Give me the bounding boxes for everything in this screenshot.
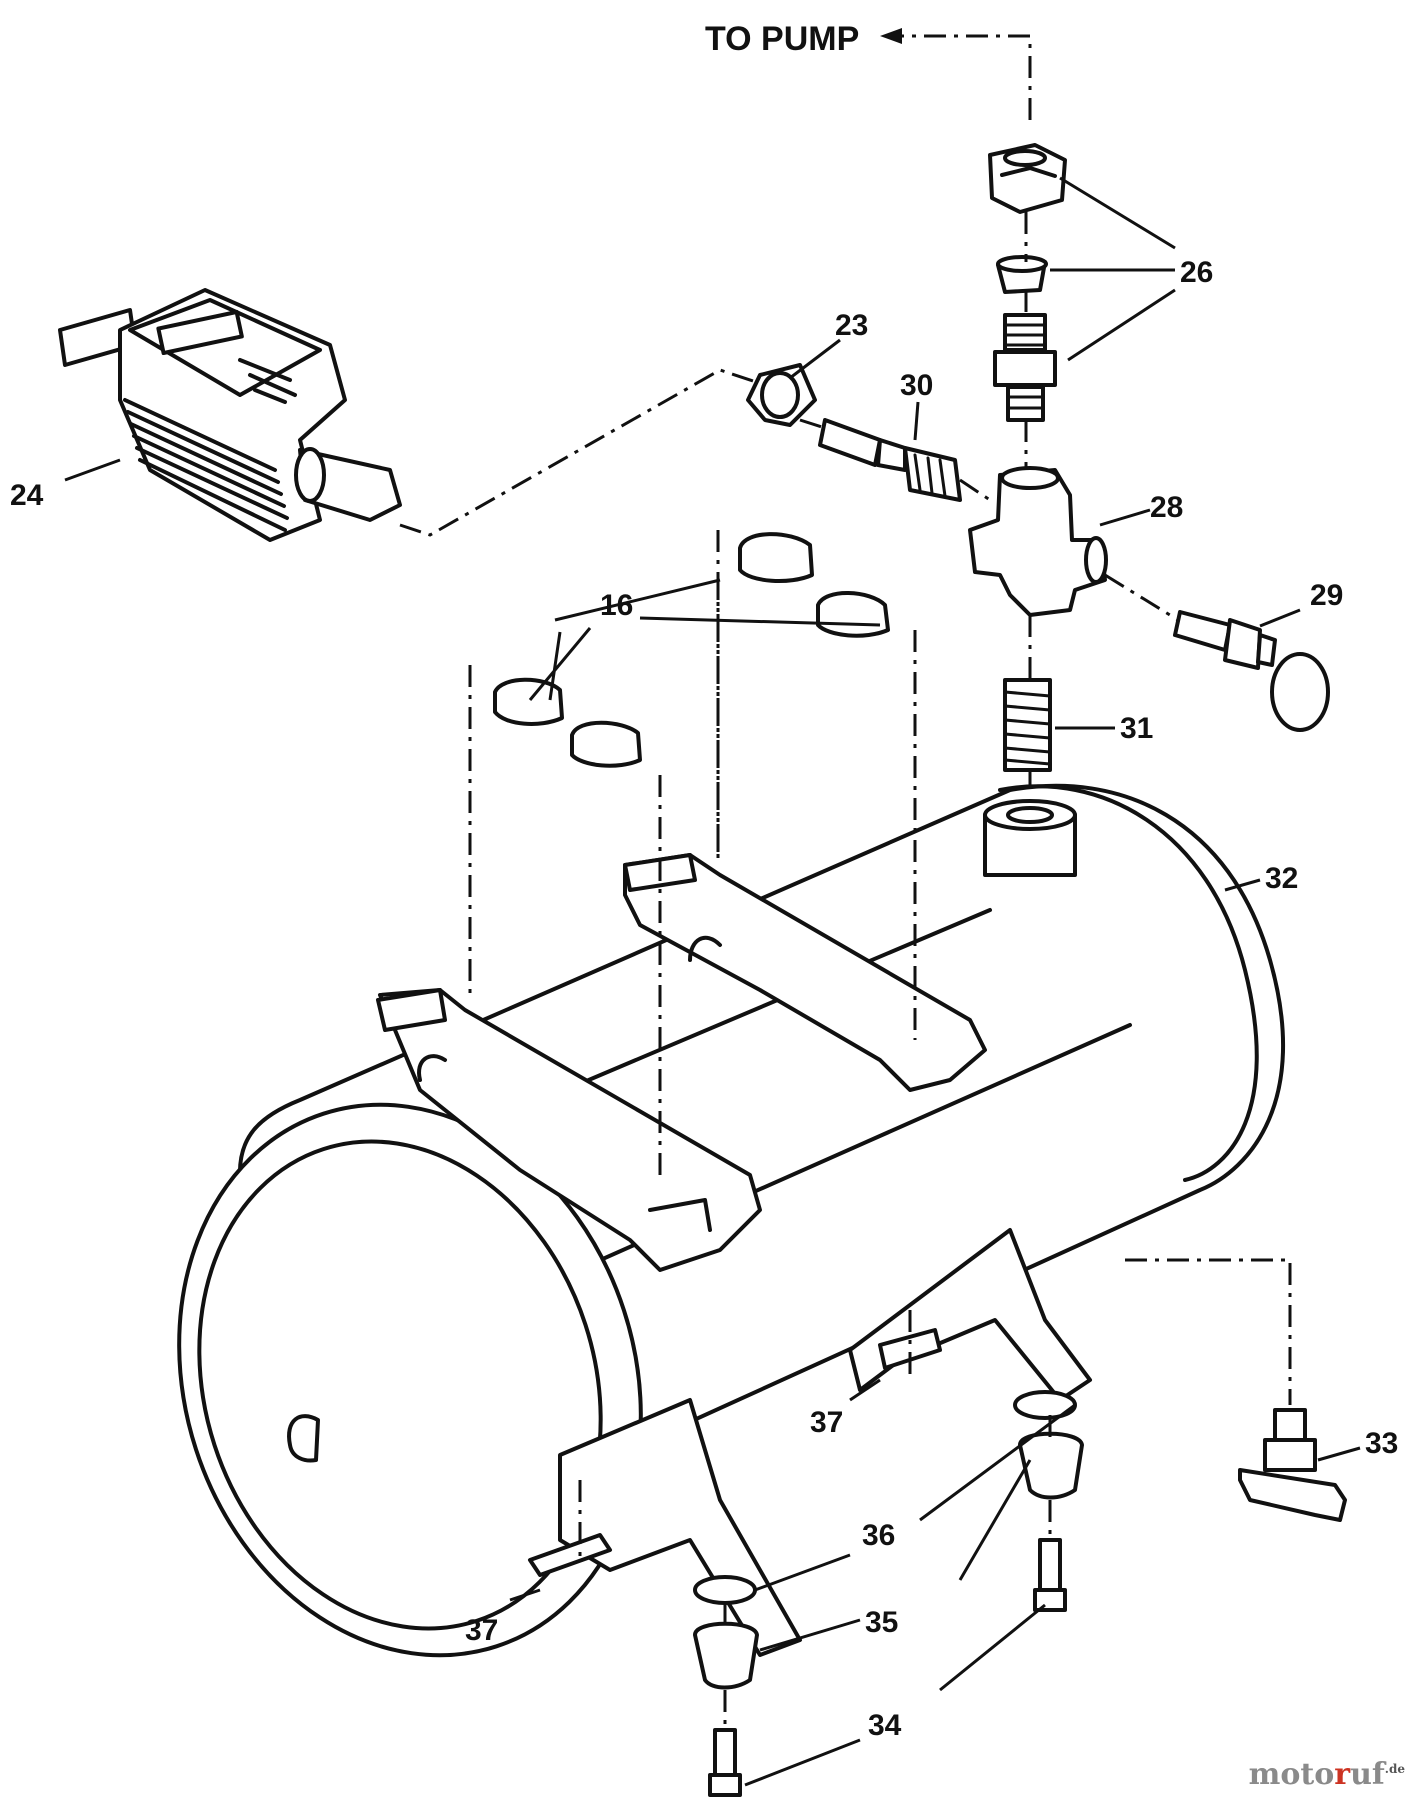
rubber-feet-35 (693, 1431, 1084, 1690)
foot-guide-lines (578, 1310, 1052, 1728)
nipple-26 (993, 313, 1057, 422)
callout-24: 24 (10, 479, 44, 512)
handle-bracket-front (376, 988, 762, 1272)
watermark-brand-b: r (1334, 1757, 1351, 1792)
hex-nut-26 (988, 143, 1067, 214)
to-pump-label: TO PUMP (705, 20, 859, 58)
site-watermark: motoruf.de (1249, 1757, 1405, 1792)
callout-28: 28 (1150, 491, 1183, 524)
valve-30 (818, 418, 962, 502)
air-tank-32 (177, 783, 1286, 1658)
pressure-switch-24 (58, 288, 402, 542)
callout-33: 33 (1365, 1427, 1398, 1460)
callout-37-right: 37 (810, 1406, 843, 1439)
drain-cock-33 (1238, 1408, 1347, 1522)
ferrule-26 (996, 255, 1048, 294)
callout-16: 16 (600, 589, 633, 622)
callout-36: 36 (862, 1519, 895, 1552)
callout-34: 34 (868, 1709, 902, 1742)
spring-31 (1003, 678, 1052, 772)
drain-cock-line (1125, 1258, 1292, 1405)
drain-valve-29 (1173, 610, 1330, 732)
callout-labels: 16 23 24 26 28 29 30 31 32 33 34 35 36 3… (10, 256, 1398, 1742)
to-pump-arrow: TO PUMP (705, 20, 1032, 120)
pad-guide-lines (468, 530, 917, 1180)
watermark-brand-a: moto (1248, 1757, 1335, 1792)
leader-lines (64, 176, 1361, 1787)
callout-35: 35 (865, 1606, 898, 1639)
cushion-pads-16 (493, 532, 890, 768)
callout-37-left: 37 (465, 1614, 498, 1647)
watermark-suffix: .de (1384, 1762, 1405, 1776)
valve-axis-line (799, 418, 991, 502)
clip-23 (746, 363, 817, 427)
bolts-34 (708, 1538, 1067, 1797)
callout-30: 30 (900, 369, 933, 402)
callout-32: 32 (1265, 862, 1298, 895)
switch-connection-line (399, 368, 766, 537)
cross-fitting-28 (968, 466, 1108, 617)
callout-26: 26 (1180, 256, 1213, 289)
callout-29: 29 (1310, 579, 1343, 612)
callout-31: 31 (1120, 712, 1153, 745)
drain-axis-line (1104, 573, 1179, 622)
handle-bracket-rear (623, 853, 987, 1092)
watermark-brand-c: uf (1350, 1757, 1385, 1792)
callout-23: 23 (835, 309, 868, 342)
